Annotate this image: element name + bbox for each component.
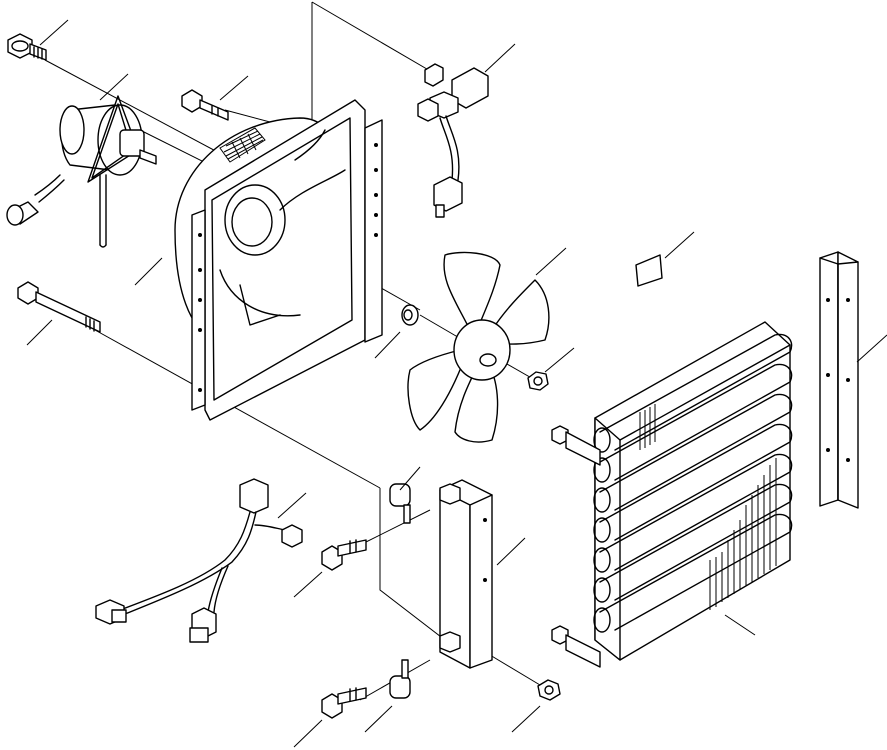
fan-shroud [174,99,383,421]
mounting-bracket [439,479,493,669]
flange-bolt-upper [321,539,367,571]
fan-motor [6,95,157,248]
rubber-cushion-upper [389,483,411,524]
spacer-washer [401,304,419,326]
flange-nut [537,679,561,701]
shroud-grille [219,127,266,163]
fan-blade [407,251,550,443]
relay-switch [417,63,489,218]
side-bracket [819,251,859,509]
condenser-fitting-top [551,425,601,466]
condenser-fins [639,404,777,610]
upper-mounting-bolt [7,33,47,61]
flange-bolt-lower [321,687,367,719]
motor-bolt [181,89,229,121]
fan-nut [527,371,549,391]
condenser-tubes [593,333,793,633]
shroud-holes [198,143,378,392]
label-plate [635,254,663,287]
condenser-fitting-bottom [551,625,601,668]
condenser-core [551,321,793,668]
long-bolt [17,281,101,333]
rubber-cushion-lower [389,659,411,699]
leader-lines [26,19,887,748]
wiring-harness [95,478,303,643]
